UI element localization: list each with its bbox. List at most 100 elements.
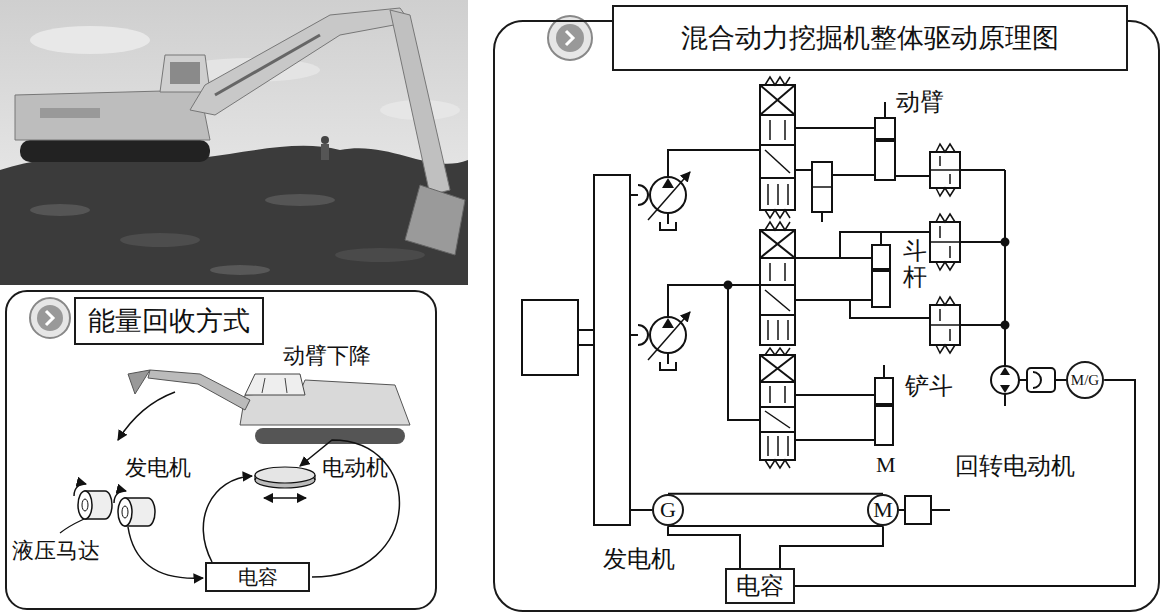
hydraulic-schematic [930,324,960,326]
hydraulic-schematic [931,509,950,511]
recovery-illustration [30,298,410,578]
hydraulic-schematic [821,212,823,222]
recovery-illustration [74,484,86,496]
hydraulic-schematic [875,118,895,180]
excavator-photo [30,204,90,216]
hydraulic-schematic [936,144,955,152]
part-label: 铲斗 [905,372,953,401]
hydraulic-schematic [760,284,795,286]
excavator-photo [215,35,320,95]
excavator-photo [190,8,410,115]
hydraulic-schematic [760,230,795,345]
excavator-photo [0,146,468,285]
hydraulic-schematic [795,257,872,259]
hydraulic-schematic [777,184,779,205]
hydraulic-schematic [949,246,951,258]
hydraulic-schematic [1027,368,1055,392]
hydraulic-schematic [760,406,795,408]
hydraulic-schematic [566,31,573,45]
hydraulic-schematic [660,362,676,370]
hydraulic-schematic [905,496,931,524]
recovery-illustration [285,378,287,393]
wire-connector [668,493,883,495]
hydraulic-schematic [760,314,795,316]
hydraulic-schematic [930,152,960,188]
recovery-illustration [60,519,84,533]
hydraulic-schematic [777,320,779,340]
excavator-photo [390,10,450,195]
hydraulic-schematic [760,355,795,382]
hydraulic-schematic [939,226,941,238]
hydraulic-schematic [939,156,941,166]
hydraulic-schematic [660,222,676,230]
hydraulic-schematic [777,436,779,456]
drive-panel: 混合动力挖掘机整体驱动原理图M/GGM电容 [493,20,1160,612]
hydraulic-schematic [769,120,771,140]
panel-heading: 能量回收方式 [74,297,264,345]
hydraulic-schematic [960,169,1005,171]
hydraulic-schematic [760,85,795,210]
hydraulic-schematic [960,324,1005,326]
hydraulic-schematic [668,150,760,177]
excavator-photo [321,136,329,144]
symbol-label: M [876,452,896,478]
hydraulic-schematic [1033,372,1041,388]
hydraulic-schematic [936,297,955,305]
hydraulic-schematic [936,188,955,196]
hydraulic-schematic [884,102,886,118]
recovery-illustration [37,305,63,331]
hydraulic-schematic [872,268,890,272]
hydraulic-schematic [936,345,955,353]
hydraulic-schematic [787,320,789,340]
hydraulic-schematic [594,175,630,525]
hydraulic-schematic [795,127,875,129]
hydraulic-schematic [949,174,951,184]
recovery-illustration [262,378,265,393]
wire-connector [668,526,740,568]
hydraulic-schematic [662,318,674,328]
part-label: 动臂 [896,88,944,117]
recovery-illustration [114,491,126,503]
hydraulic-schematic [939,309,941,321]
recovery-illustration [128,527,203,578]
hydraulic-schematic [760,257,795,259]
hydraulic-schematic [787,436,789,456]
hydraulic-schematic [1002,239,1009,246]
hydraulic-schematic [767,436,769,456]
hydraulic-schematic [930,241,960,243]
recovery-illustration [118,392,175,440]
recovery-illustration [245,374,305,395]
part-label: 液压马达 [12,538,100,564]
hydraulic-schematic [760,85,795,115]
hydraulic-schematic [668,285,760,317]
hydraulic-schematic [1019,379,1027,381]
node-label: G [660,497,676,523]
hydraulic-schematic [880,232,882,245]
action-label: 动臂下降 [283,343,371,369]
hydraulic-schematic [930,169,960,171]
excavator-photo [170,62,200,84]
recovery-illustration [300,440,399,577]
hydraulic-schematic [578,329,594,331]
recovery-illustration [122,506,128,518]
hydraulic-schematic [883,365,885,378]
recovery-illustration [264,497,306,499]
hydraulic-schematic [760,85,795,115]
recovery-illustration [255,467,315,483]
hydraulic-schematic [872,245,890,307]
hydraulic-schematic [522,16,1067,526]
recovery-illustration [46,311,53,325]
excavator-photo [265,194,335,206]
recovery-illustration [148,370,250,410]
hydraulic-schematic [662,178,674,188]
hydraulic-schematic [765,460,790,468]
hydraulic-schematic [767,320,769,340]
hydraulic-schematic [767,184,769,205]
recovery-illustration [82,499,88,511]
recovery-illustration [128,370,150,394]
hydraulic-schematic [578,344,594,346]
wire-connector [780,526,883,568]
part-label: 发电机 [125,455,191,481]
hydraulic-schematic [1004,394,1006,406]
part-label: 斗杆 [903,238,927,291]
